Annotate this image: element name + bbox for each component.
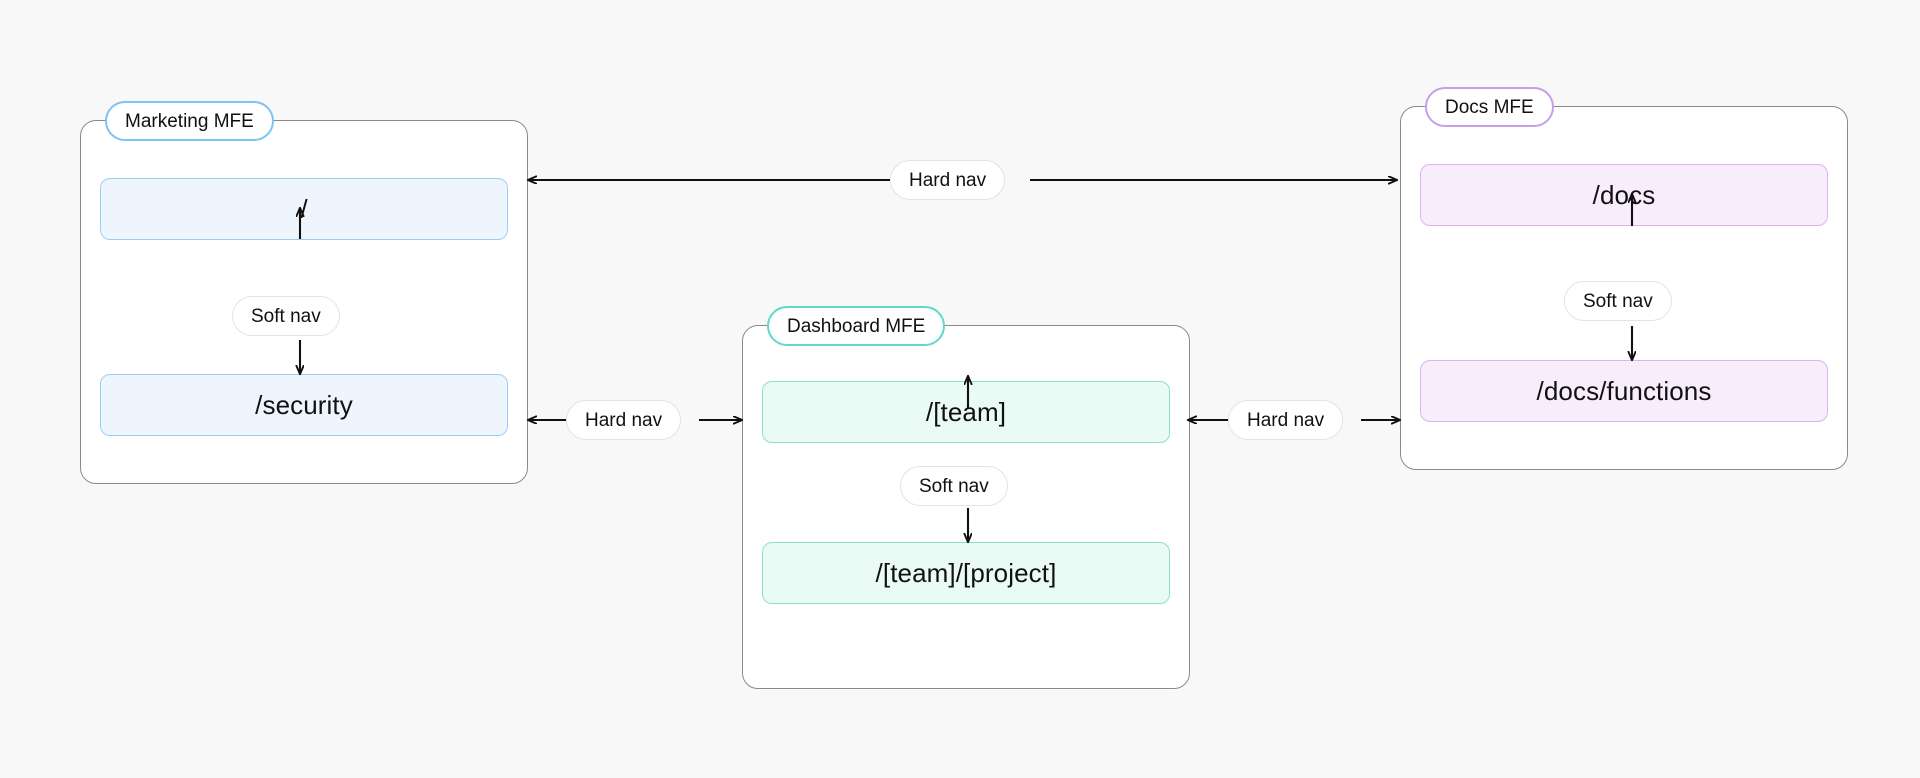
subgraph-label-docs-mfe: Docs MFE	[1425, 87, 1554, 127]
edge-label-marketing-soft-nav: Soft nav	[232, 296, 340, 336]
edge-label-text: Hard nav	[585, 409, 663, 431]
edge-label-hard-nav-right: Hard nav	[1228, 400, 1344, 440]
node-label: /docs/functions	[1536, 375, 1712, 406]
subgraph-label-dashboard-mfe: Dashboard MFE	[767, 306, 946, 346]
edge-label-text: Soft nav	[1583, 290, 1653, 312]
edge-label-text: Hard nav	[909, 169, 987, 191]
node-label: /[team]	[925, 396, 1007, 427]
edge-label-hard-nav-left: Hard nav	[566, 400, 682, 440]
node-label: /[team]/[project]	[875, 557, 1057, 588]
node-label: /security	[255, 389, 353, 420]
edge-label-hard-nav-top: Hard nav	[890, 160, 1006, 200]
edge-label-text: Soft nav	[251, 305, 321, 327]
node-marketing-security[interactable]: /security	[100, 374, 508, 436]
node-marketing-root[interactable]: /	[100, 178, 508, 240]
node-dashboard-team[interactable]: /[team]	[762, 381, 1170, 443]
edge-label-text: Hard nav	[1247, 409, 1325, 431]
node-docs-root[interactable]: /docs	[1420, 164, 1828, 226]
node-label: /	[300, 193, 308, 224]
node-dashboard-team-project[interactable]: /[team]/[project]	[762, 542, 1170, 604]
subgraph-label-marketing-mfe: Marketing MFE	[105, 101, 274, 141]
edge-label-text: Soft nav	[919, 475, 989, 497]
subgraph-dashboard-mfe[interactable]: Dashboard MFE	[742, 306, 1190, 689]
edge-label-dashboard-soft-nav: Soft nav	[900, 466, 1008, 506]
node-label: /docs	[1592, 179, 1656, 210]
edge-label-docs-soft-nav: Soft nav	[1564, 281, 1672, 321]
node-docs-functions[interactable]: /docs/functions	[1420, 360, 1828, 422]
